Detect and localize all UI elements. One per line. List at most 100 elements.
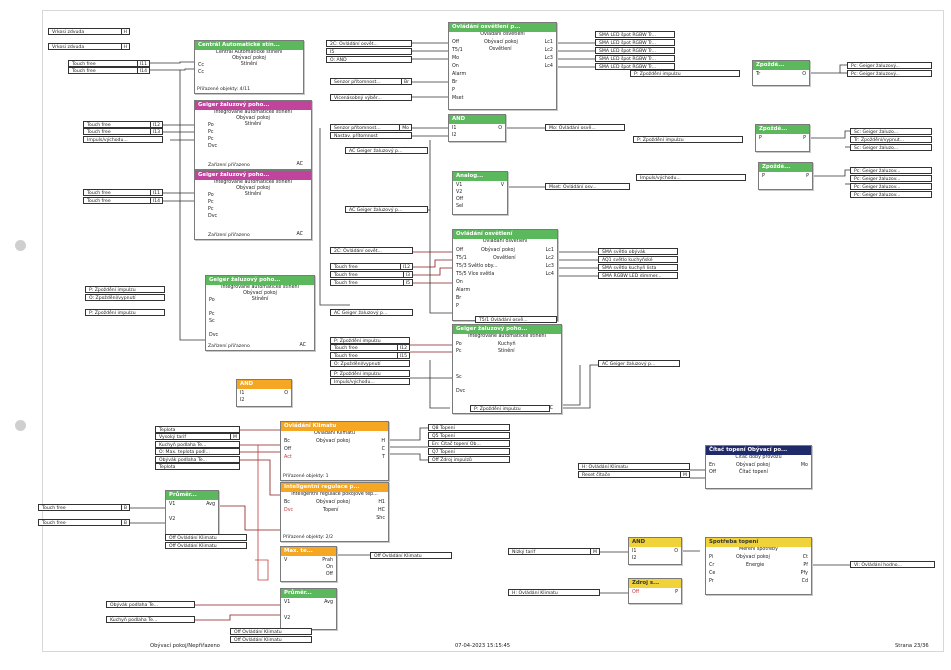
delay-block-3[interactable]: Zpoždě... P P <box>758 162 813 190</box>
link-tag[interactable]: P: Zpoždění impulzu <box>470 405 550 412</box>
output-tag[interactable]: Off Zdroj impulzů <box>428 456 510 463</box>
output-tag[interactable]: SMA RGBW LED dimmer... <box>598 272 678 279</box>
output-tag[interactable]: SMA LED špot RGBW Tr... <box>595 47 675 54</box>
input-tag[interactable]: I5 <box>326 48 412 55</box>
lighting-block-2[interactable]: Ovládání osvětlení Ovládání osvětlení Ob… <box>452 229 558 321</box>
input-tag[interactable]: Impuls/východu... <box>83 136 163 143</box>
link-tag[interactable]: AC Geiger žaluzový p... <box>345 206 428 213</box>
input-tag[interactable]: Impuls/východu... <box>636 174 746 181</box>
average-block-1[interactable]: Průměr... V1 V2 Avg <box>165 490 219 536</box>
and-block-2[interactable]: AND I1 I2 O <box>236 379 292 407</box>
input-tag[interactable]: Teplota <box>155 426 240 433</box>
output-tag[interactable]: SMA LED špot RGBW Tr... <box>595 31 675 38</box>
energy-block[interactable]: Spotřeba topení Měření spotřeby Obývací … <box>705 537 812 595</box>
input-tag[interactable]: P: Zpoždění impulzu <box>85 309 165 316</box>
output-tag[interactable]: Pc: Geiger žaluzov... <box>850 191 932 198</box>
max-temp-block[interactable]: Max. te... V Prah On Off <box>280 546 337 582</box>
output-tag[interactable]: Q5 Topení <box>428 432 510 439</box>
link-tag[interactable]: Mset: Ovládání osv... <box>545 183 630 190</box>
average-block-2[interactable]: Průměr... V1 V2 Avg <box>280 588 337 630</box>
output-tag[interactable]: Q7 Topení <box>428 448 510 455</box>
output-tag[interactable]: AQ1 světlo kuchyňské <box>598 256 678 263</box>
and-block-1[interactable]: AND I1 I2 O <box>448 114 506 142</box>
shade-block-2[interactable]: Geiger žaluzový poho... Integrované auto… <box>194 170 312 240</box>
input-tag[interactable]: P: Zpoždění impulzu <box>630 70 740 77</box>
analog-block[interactable]: Analog... V1 V2 Off Sel V <box>452 171 508 215</box>
link-tag[interactable]: T5/1 Ovládání osvě... <box>475 316 557 323</box>
input-tag[interactable]: Senzor přítomnost...Mo <box>330 124 412 131</box>
input-tag[interactable]: 2C: Ovládání osvět... <box>330 247 413 254</box>
input-tag[interactable]: Obývák podlaha Te... <box>106 601 195 608</box>
delay-block-2[interactable]: Zpoždě... P P <box>755 124 810 152</box>
output-tag[interactable]: Tr: Zpoždění/vypnut... <box>850 136 932 143</box>
input-tag[interactable]: P: Zpoždění impulzu <box>330 370 410 377</box>
link-tag[interactable]: Off Ovládání Klimatu <box>230 628 312 635</box>
input-tag[interactable]: O: Zpoždění/vypnutí <box>85 294 165 301</box>
link-tag[interactable]: AC Geiger žaluzový p... <box>598 360 680 367</box>
link-tag[interactable]: AC Geiger žaluzový p... <box>345 147 428 154</box>
climate-control-block[interactable]: Ovládání Klimatu Ovládání Klimatu Obývac… <box>280 421 389 481</box>
and-block-3[interactable]: AND I1 I2 O <box>628 537 682 565</box>
shade-block-4[interactable]: Geiger žaluzový poho... Integrované auto… <box>452 324 562 414</box>
output-tag[interactable]: SMA světlo kuchyň lista <box>598 264 678 271</box>
heat-counter-block[interactable]: Čítač topení Obývací po... Čítač doby pr… <box>705 445 812 489</box>
output-tag[interactable]: Pc: Geiger žaluzový... <box>847 70 932 77</box>
link-tag[interactable]: Off Ovládání Klimatu <box>165 534 247 541</box>
lighting-block-1[interactable]: Ovládání osvětlení p... Ovládání osvětle… <box>448 22 557 110</box>
pulse-source-block[interactable]: Zdroj s... Off P <box>628 578 682 604</box>
input-tag[interactable]: Kuchyň podlaha Te... <box>155 441 240 448</box>
input-tag[interactable]: P: Zpoždění impulzu <box>85 286 165 293</box>
link-tag[interactable]: Off Ovládání Klimatu <box>370 552 452 559</box>
input-tag[interactable]: H: Ovládání Klimatu <box>508 589 600 596</box>
output-tag[interactable]: SMA LED špot RGBW Tr... <box>595 55 675 62</box>
input-tag[interactable]: Senzor přítomnost...Br <box>330 78 412 85</box>
output-tag[interactable]: SMA LED špot RGBW Tr... <box>595 39 675 46</box>
input-tag[interactable]: Nastav. přítomnost <box>330 132 412 139</box>
input-tag[interactable]: Obývák podlaha Te... <box>155 456 240 463</box>
input-tag[interactable]: Vícenásobný výběr... <box>330 94 412 101</box>
input-tag[interactable]: Impuls/východu... <box>330 378 410 385</box>
output-tag[interactable]: Q8 Topení <box>428 424 510 431</box>
link-tag[interactable]: Mo: Ovládání osvě... <box>545 124 625 131</box>
shade-block-3[interactable]: Geiger žaluzový poho... Integrované auto… <box>205 275 315 351</box>
input-tag[interactable]: Teplota <box>155 463 240 470</box>
link-tag[interactable]: AC Geiger žaluzový p... <box>330 309 413 316</box>
delay-block-1[interactable]: Zpoždě... Tr O <box>752 60 810 86</box>
input-tag[interactable]: O: Zpoždění/vypnutí <box>330 360 410 367</box>
heat-regulation-block[interactable]: Inteligentní regulace p... Inteligentní … <box>280 482 389 542</box>
output-tag[interactable]: Vl: Ovládání hodno... <box>850 561 935 568</box>
input-tag[interactable]: P: Zpoždění impulzu <box>633 136 743 143</box>
central-shading-block[interactable]: Centrál Automatické stín... Centrál Auto… <box>194 40 304 94</box>
output-tag[interactable]: Pc: Geiger žaluzov... <box>850 175 932 182</box>
input-tag[interactable]: P: Zpoždění impulzu <box>330 337 410 344</box>
output-tag[interactable]: Pc: Geiger žaluzový... <box>847 62 932 69</box>
shade-block-1[interactable]: Geiger žaluzový poho... Integrované auto… <box>194 100 312 170</box>
output-tag[interactable]: SMA LED špot RGBW Tr... <box>595 63 675 70</box>
input-tag[interactable]: Kuchyň podlaha Te... <box>106 616 195 623</box>
output-tag[interactable]: Sc: Geiger žaluzo... <box>850 144 932 151</box>
output-tag[interactable]: Sc: Geiger žaluzo... <box>850 128 932 135</box>
link-tag[interactable]: Off Ovládání Klimatu <box>230 636 312 643</box>
input-tag[interactable]: O: AND <box>326 56 412 63</box>
link-tag[interactable]: Off Ovládání Klimatu <box>165 542 247 549</box>
input-tag[interactable]: 2C: Ovládání osvět... <box>326 40 412 47</box>
output-tag[interactable]: SMA světlo obývák <box>598 248 678 255</box>
output-tag[interactable]: En: Čítač topení Ob... <box>428 440 510 447</box>
